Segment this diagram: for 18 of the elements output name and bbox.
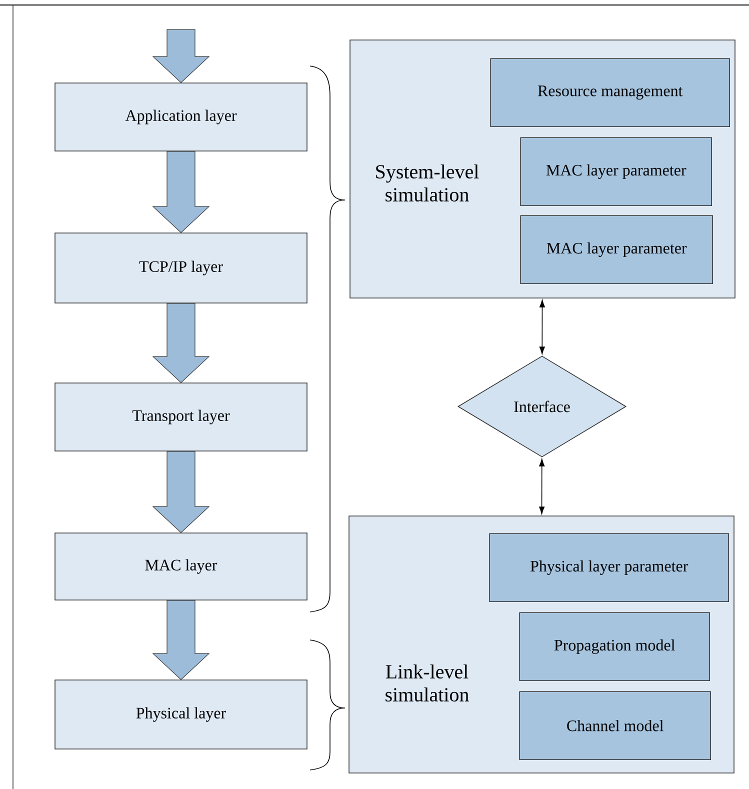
parameter-box: Propagation model (519, 612, 710, 681)
block-arrow (152, 29, 210, 83)
double-arrow (539, 458, 545, 514)
parameter-box: Physical layer parameter (489, 533, 729, 602)
layer-box: TCP/IP layer (54, 232, 308, 304)
block-arrow (152, 151, 210, 233)
layer-box: Transport layer (54, 382, 308, 452)
parameter-box: MAC layer parameter (520, 215, 713, 284)
parameter-box: MAC layer parameter (520, 137, 712, 206)
layer-box: MAC layer (54, 532, 308, 600)
parameter-box: Resource management (490, 58, 730, 127)
layer-box: Application layer (54, 82, 308, 152)
block-arrow (152, 303, 210, 383)
double-arrow (539, 300, 545, 354)
block-arrow (152, 451, 210, 534)
block-arrow (152, 600, 210, 680)
layer-box: Physical layer (54, 680, 308, 750)
parameter-box: Channel model (519, 691, 711, 760)
